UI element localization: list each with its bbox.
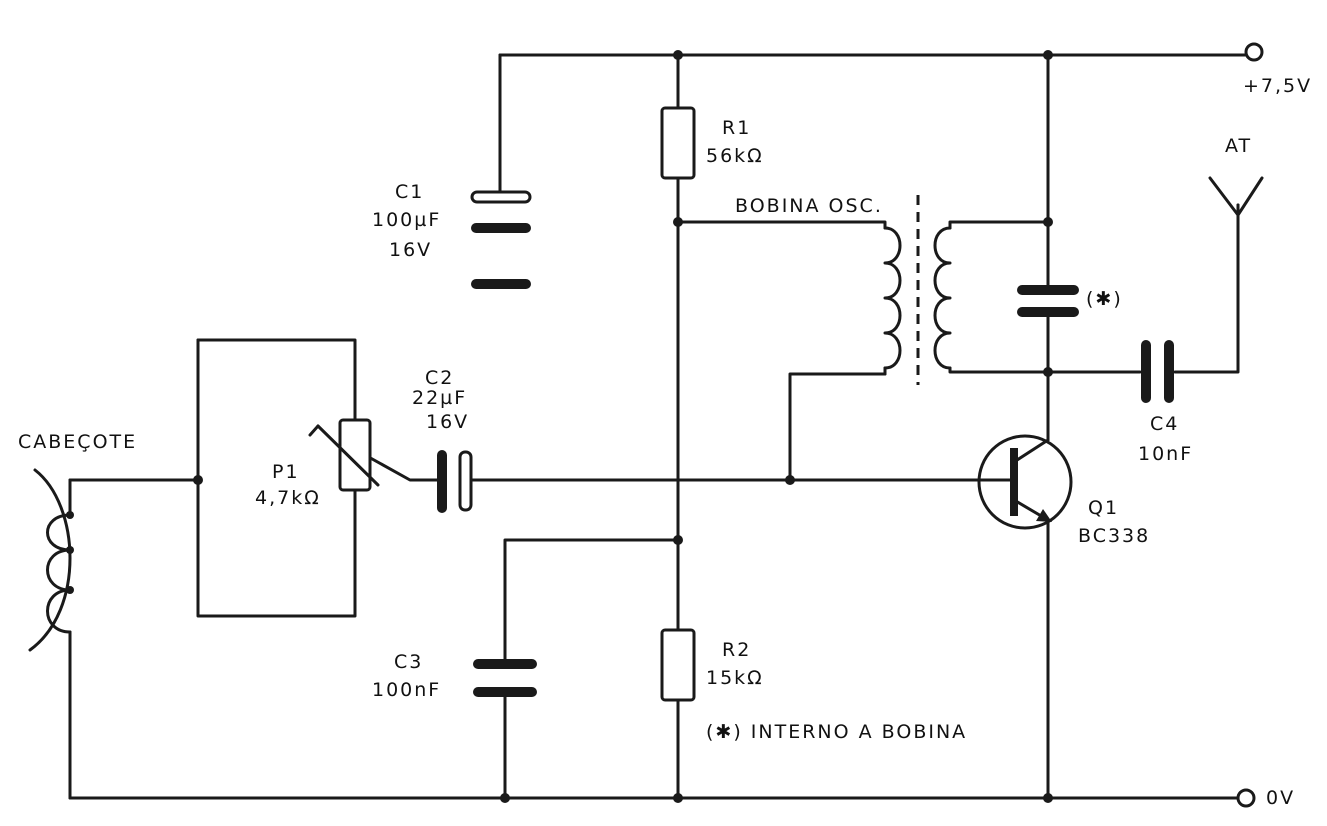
c3-name: C3 (394, 651, 423, 673)
wires (68, 53, 1248, 800)
capacitor-c1: C1 100µF 16V (372, 181, 532, 289)
c2-value: 22µF (412, 387, 467, 409)
r2-name: R2 (722, 639, 751, 661)
oscillator-coil: BOBINA OSC. (735, 195, 952, 385)
transistor-q1: Q1 BC338 (977, 434, 1150, 547)
q1-name: Q1 (1088, 497, 1119, 519)
c3-value: 100nF (372, 679, 441, 701)
internal-capacitor: (✱) (1017, 285, 1123, 317)
c2-name: C2 (425, 367, 454, 389)
head-label: CABEÇOTE (18, 431, 137, 453)
c1-voltage: 16V (389, 239, 432, 261)
junction-dots (193, 50, 1053, 803)
ground-terminal-label: 0V (1266, 787, 1295, 809)
potentiometer-p1: P1 4,7kΩ (255, 418, 380, 509)
r2-value: 15kΩ (706, 667, 764, 689)
q1-value: BC338 (1078, 525, 1150, 547)
capacitor-c4: C4 10nF (1138, 340, 1193, 465)
internal-cap-mark: (✱) (1086, 288, 1123, 310)
capacitor-c3: C3 100nF (372, 651, 537, 701)
ground-terminal: 0V (1236, 787, 1295, 809)
positive-terminal-label: +7,5V (1243, 75, 1312, 97)
internal-cap-note: (✱) INTERNO A BOBINA (706, 721, 967, 743)
tape-head: CABEÇOTE (18, 431, 137, 652)
positive-terminal: +7,5V (1243, 42, 1312, 97)
c1-value: 100µF (372, 209, 441, 231)
coil-label: BOBINA OSC. (735, 195, 883, 217)
capacitor-c2: C2 22µF 16V (412, 367, 473, 513)
c1-name: C1 (395, 181, 424, 203)
p1-value: 4,7kΩ (255, 487, 321, 509)
c4-name: C4 (1150, 413, 1179, 435)
resistor-r1: R1 56kΩ (660, 106, 764, 180)
r1-value: 56kΩ (706, 145, 764, 167)
antenna-symbol: AT (1208, 135, 1264, 217)
c2-voltage: 16V (426, 411, 469, 433)
p1-name: P1 (272, 461, 300, 483)
resistor-r2: R2 15kΩ (660, 628, 764, 702)
c4-value: 10nF (1138, 443, 1193, 465)
r1-name: R1 (722, 117, 751, 139)
antenna-label: AT (1225, 135, 1252, 157)
